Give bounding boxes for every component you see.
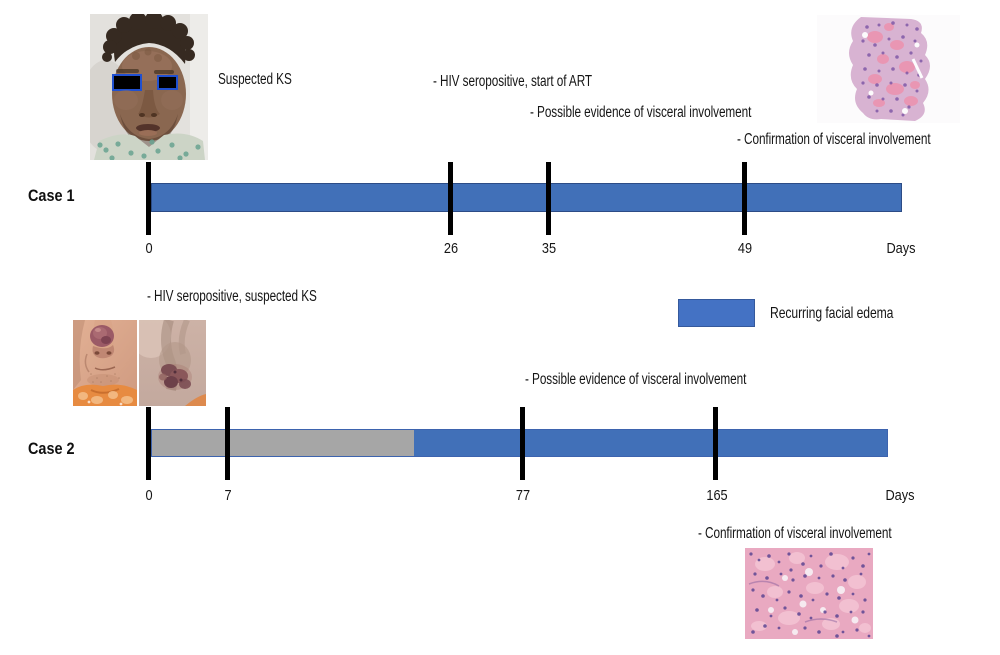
case1-annotation-day26: - HIV seropositive, start of ART xyxy=(433,73,593,90)
case1-tick-day0 xyxy=(146,162,151,235)
case2-axilla-photo-illustration xyxy=(139,320,206,406)
case2-label: Case 2 xyxy=(28,439,75,458)
case2-annotation-day77: - Possible evidence of visceral involvem… xyxy=(525,371,747,388)
case2-timeline-bar xyxy=(151,429,888,457)
legend-label: Recurring facial edema xyxy=(770,305,894,322)
case1-patient-photo xyxy=(90,14,208,160)
case2-tick-label-165: 165 xyxy=(706,487,728,504)
case2-nose-photo xyxy=(73,320,137,406)
case2-tick-label-0: 0 xyxy=(145,487,153,504)
legend-swatch xyxy=(678,299,755,327)
case1-tick-label-49: 49 xyxy=(737,240,753,257)
case2-histology-image xyxy=(745,548,873,639)
case1-tick-label-0: 0 xyxy=(145,240,153,257)
case1-tick-label-26: 26 xyxy=(443,240,459,257)
case1-tick-day26 xyxy=(448,162,453,235)
case1-axis-label: Days xyxy=(886,240,916,257)
case1-annotation-day35: - Possible evidence of visceral involvem… xyxy=(530,104,752,121)
case1-histology-image xyxy=(817,15,960,123)
case2-axilla-photo xyxy=(139,320,206,406)
case2-tick-day165 xyxy=(713,407,718,480)
case1-tick-day49 xyxy=(742,162,747,235)
case1-tick-day35 xyxy=(546,162,551,235)
case2-tick-label-77: 77 xyxy=(515,487,531,504)
case1-histology-illustration xyxy=(817,15,960,123)
case2-annotation-day165: - Confirmation of visceral involvement xyxy=(698,525,892,542)
case1-patient-photo-illustration xyxy=(90,14,208,160)
case1-label: Case 1 xyxy=(28,186,75,205)
case2-tick-day0 xyxy=(146,407,151,480)
case1-annotation-day49: - Confirmation of visceral involvement xyxy=(737,131,931,148)
case2-nose-photo-illustration xyxy=(73,320,137,406)
case1-annotation-day0: Suspected KS xyxy=(218,71,292,88)
case2-axis-label: Days xyxy=(885,487,915,504)
case2-annotation-day0: - HIV seropositive, suspected KS xyxy=(147,288,317,305)
case2-tick-label-7: 7 xyxy=(224,487,232,504)
case2-tick-day77 xyxy=(520,407,525,480)
case1-tick-label-35: 35 xyxy=(541,240,557,257)
case1-timeline-bar xyxy=(151,183,902,212)
case2-histology-illustration xyxy=(745,548,873,639)
case2-tick-day7 xyxy=(225,407,230,480)
